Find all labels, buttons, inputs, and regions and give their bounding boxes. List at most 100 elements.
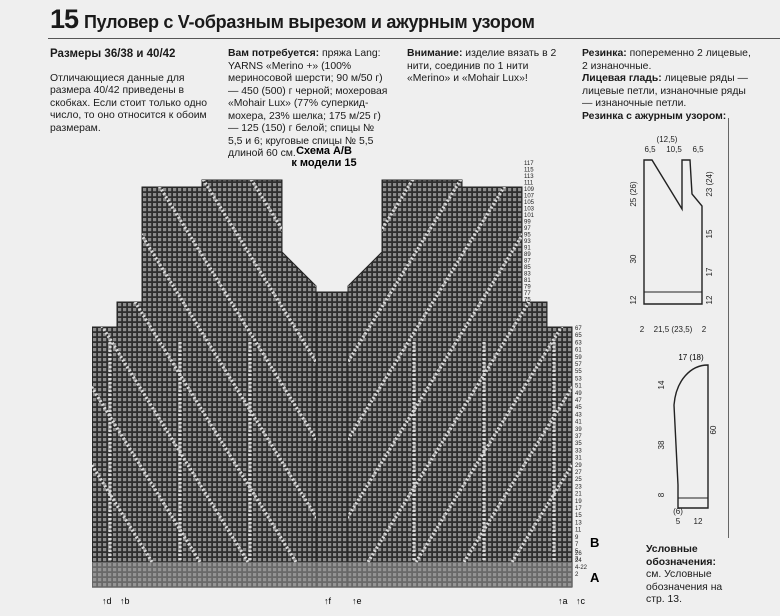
row-number: 4-22 [575, 565, 588, 571]
row-number: 29 [575, 463, 582, 469]
row-number: 9 [575, 535, 579, 541]
row-number: 79 [524, 285, 531, 291]
front-dim-r2: 15 [705, 229, 714, 238]
row-number: 37 [575, 434, 582, 440]
front-dim-rib: 12 [629, 295, 638, 304]
row-number: 77 [524, 291, 531, 297]
row-number: 7 [575, 542, 579, 548]
row-number: 95 [524, 233, 531, 239]
row-number: 97 [524, 226, 531, 232]
row-number: 117 [524, 161, 534, 167]
sleeve-outline [674, 365, 708, 508]
column-marker: ↑b [120, 596, 130, 606]
row-number: 27 [575, 470, 582, 476]
sleeve-dim-rib: 8 [657, 492, 666, 497]
row-number: 43 [575, 412, 582, 418]
row-number: 53 [575, 376, 582, 382]
column-marker: ↑e [352, 596, 362, 606]
front-dim-body: 30 [629, 254, 638, 263]
row-number: 109 [524, 187, 535, 193]
row-number: 15 [575, 513, 582, 519]
front-schematic: (12,5) 6,5 10,5 6,5 25 (26) 30 12 23 (24… [612, 134, 732, 344]
row-number: 41 [575, 420, 582, 426]
stockinette-label: Лицевая гладь: [582, 73, 662, 84]
row-number: 111 [524, 181, 534, 187]
row-number: 99 [524, 220, 531, 226]
front-outline [644, 160, 702, 304]
column-marker: ↑f [324, 596, 332, 606]
row-number: 45 [575, 405, 582, 411]
row-number: 13 [575, 520, 582, 526]
row-number: 103 [524, 207, 535, 213]
sleeve-dim-b-right: 12 [694, 517, 703, 526]
row-number: 91 [524, 246, 531, 252]
sleeve-schematic: 17 (18) 14 38 8 60 (6) 5 12 [636, 350, 726, 530]
page-header: 15 Пуловер с V-образным вырезом и ажурны… [0, 0, 780, 42]
row-number: 24 [575, 558, 582, 564]
page-title: Пуловер с V-образным вырезом и ажурным у… [84, 12, 535, 33]
row-number: 31 [575, 456, 582, 462]
row-number: 75 [524, 298, 531, 304]
row-number: 51 [575, 384, 582, 390]
row-number: 89 [524, 252, 531, 258]
row-number: 23 [575, 484, 582, 490]
row-number: 83 [524, 272, 531, 278]
row-number: 59 [575, 355, 582, 361]
row-number: 33 [575, 448, 582, 454]
row-number: 39 [575, 427, 582, 433]
front-dim-b-right: 2 [702, 325, 707, 334]
column-marker: ↑d [102, 596, 112, 606]
row-number: 49 [575, 391, 582, 397]
row-number: 57 [575, 362, 582, 368]
note-section: Внимание: изделие вязать в 2 нити, соеди… [407, 48, 572, 86]
row-number: 63 [575, 340, 582, 346]
row-number: 25 [575, 477, 582, 483]
stitches-section: Резинка: попеременно 2 лицевые, 2 изнано… [582, 48, 752, 123]
front-neck-total: (12,5) [657, 135, 678, 144]
legend-title: Условные обозначения: [646, 544, 736, 569]
row-number: 113 [524, 174, 534, 180]
front-neck-right: 6,5 [692, 145, 704, 154]
marker-B: B [590, 535, 599, 550]
column-marker: ↑c [576, 596, 586, 606]
sleeve-dim-length: 38 [657, 440, 666, 449]
row-number: 55 [575, 369, 582, 375]
note-label: Внимание: [407, 48, 462, 59]
row-number: 115 [524, 168, 534, 174]
knitting-chart: Схема А/В к модели 15 117115113111109107… [92, 142, 612, 612]
front-dim-r4: 12 [705, 295, 714, 304]
row-number: 65 [575, 333, 582, 339]
rib-label: Резинка: [582, 48, 627, 59]
sizes-text: Отличающиеся данные для размера 40/42 пр… [50, 73, 220, 136]
row-number: 19 [575, 499, 582, 505]
front-neck-mid: 10,5 [666, 145, 682, 154]
sleeve-dim-b-note: (6) [673, 507, 683, 516]
sizes-section: Размеры 36/38 и 40/42 Отличающиеся данны… [50, 48, 220, 135]
row-number: 93 [524, 239, 531, 245]
row-number: 11 [575, 528, 582, 534]
row-number: 67 [575, 326, 582, 332]
legend-text: см. Условные обозначения на стр. 13. [646, 569, 736, 607]
sizes-heading: Размеры 36/38 и 40/42 [50, 48, 220, 61]
chart-center-column [316, 292, 348, 587]
chart-subtitle: к модели 15 [291, 157, 356, 169]
row-number: 26 [575, 551, 582, 557]
chart-title: Схема А/В [296, 145, 352, 157]
bottom-markers: ↑d↑b↑f↑e↑a↑c [102, 596, 586, 606]
row-number: 105 [524, 200, 535, 206]
model-number: 15 [50, 4, 78, 35]
front-dim-r3: 17 [705, 267, 714, 276]
row-number: 61 [575, 348, 582, 354]
row-number: 35 [575, 441, 582, 447]
front-dim-b-left: 2 [640, 325, 645, 334]
front-dim-r1: 23 (24) [705, 171, 714, 197]
row-number: 21 [575, 492, 582, 498]
row-number: 17 [575, 506, 582, 512]
lace-rib-label: Резинка с ажурным узором: [582, 111, 752, 124]
row-number: 2 [575, 572, 579, 578]
row-number: 107 [524, 194, 535, 200]
row-number: 81 [524, 278, 531, 284]
sleeve-dim-cap: 14 [657, 380, 666, 389]
front-neck-left: 6,5 [644, 145, 656, 154]
legend: Условные обозначения: см. Условные обозн… [646, 544, 736, 607]
